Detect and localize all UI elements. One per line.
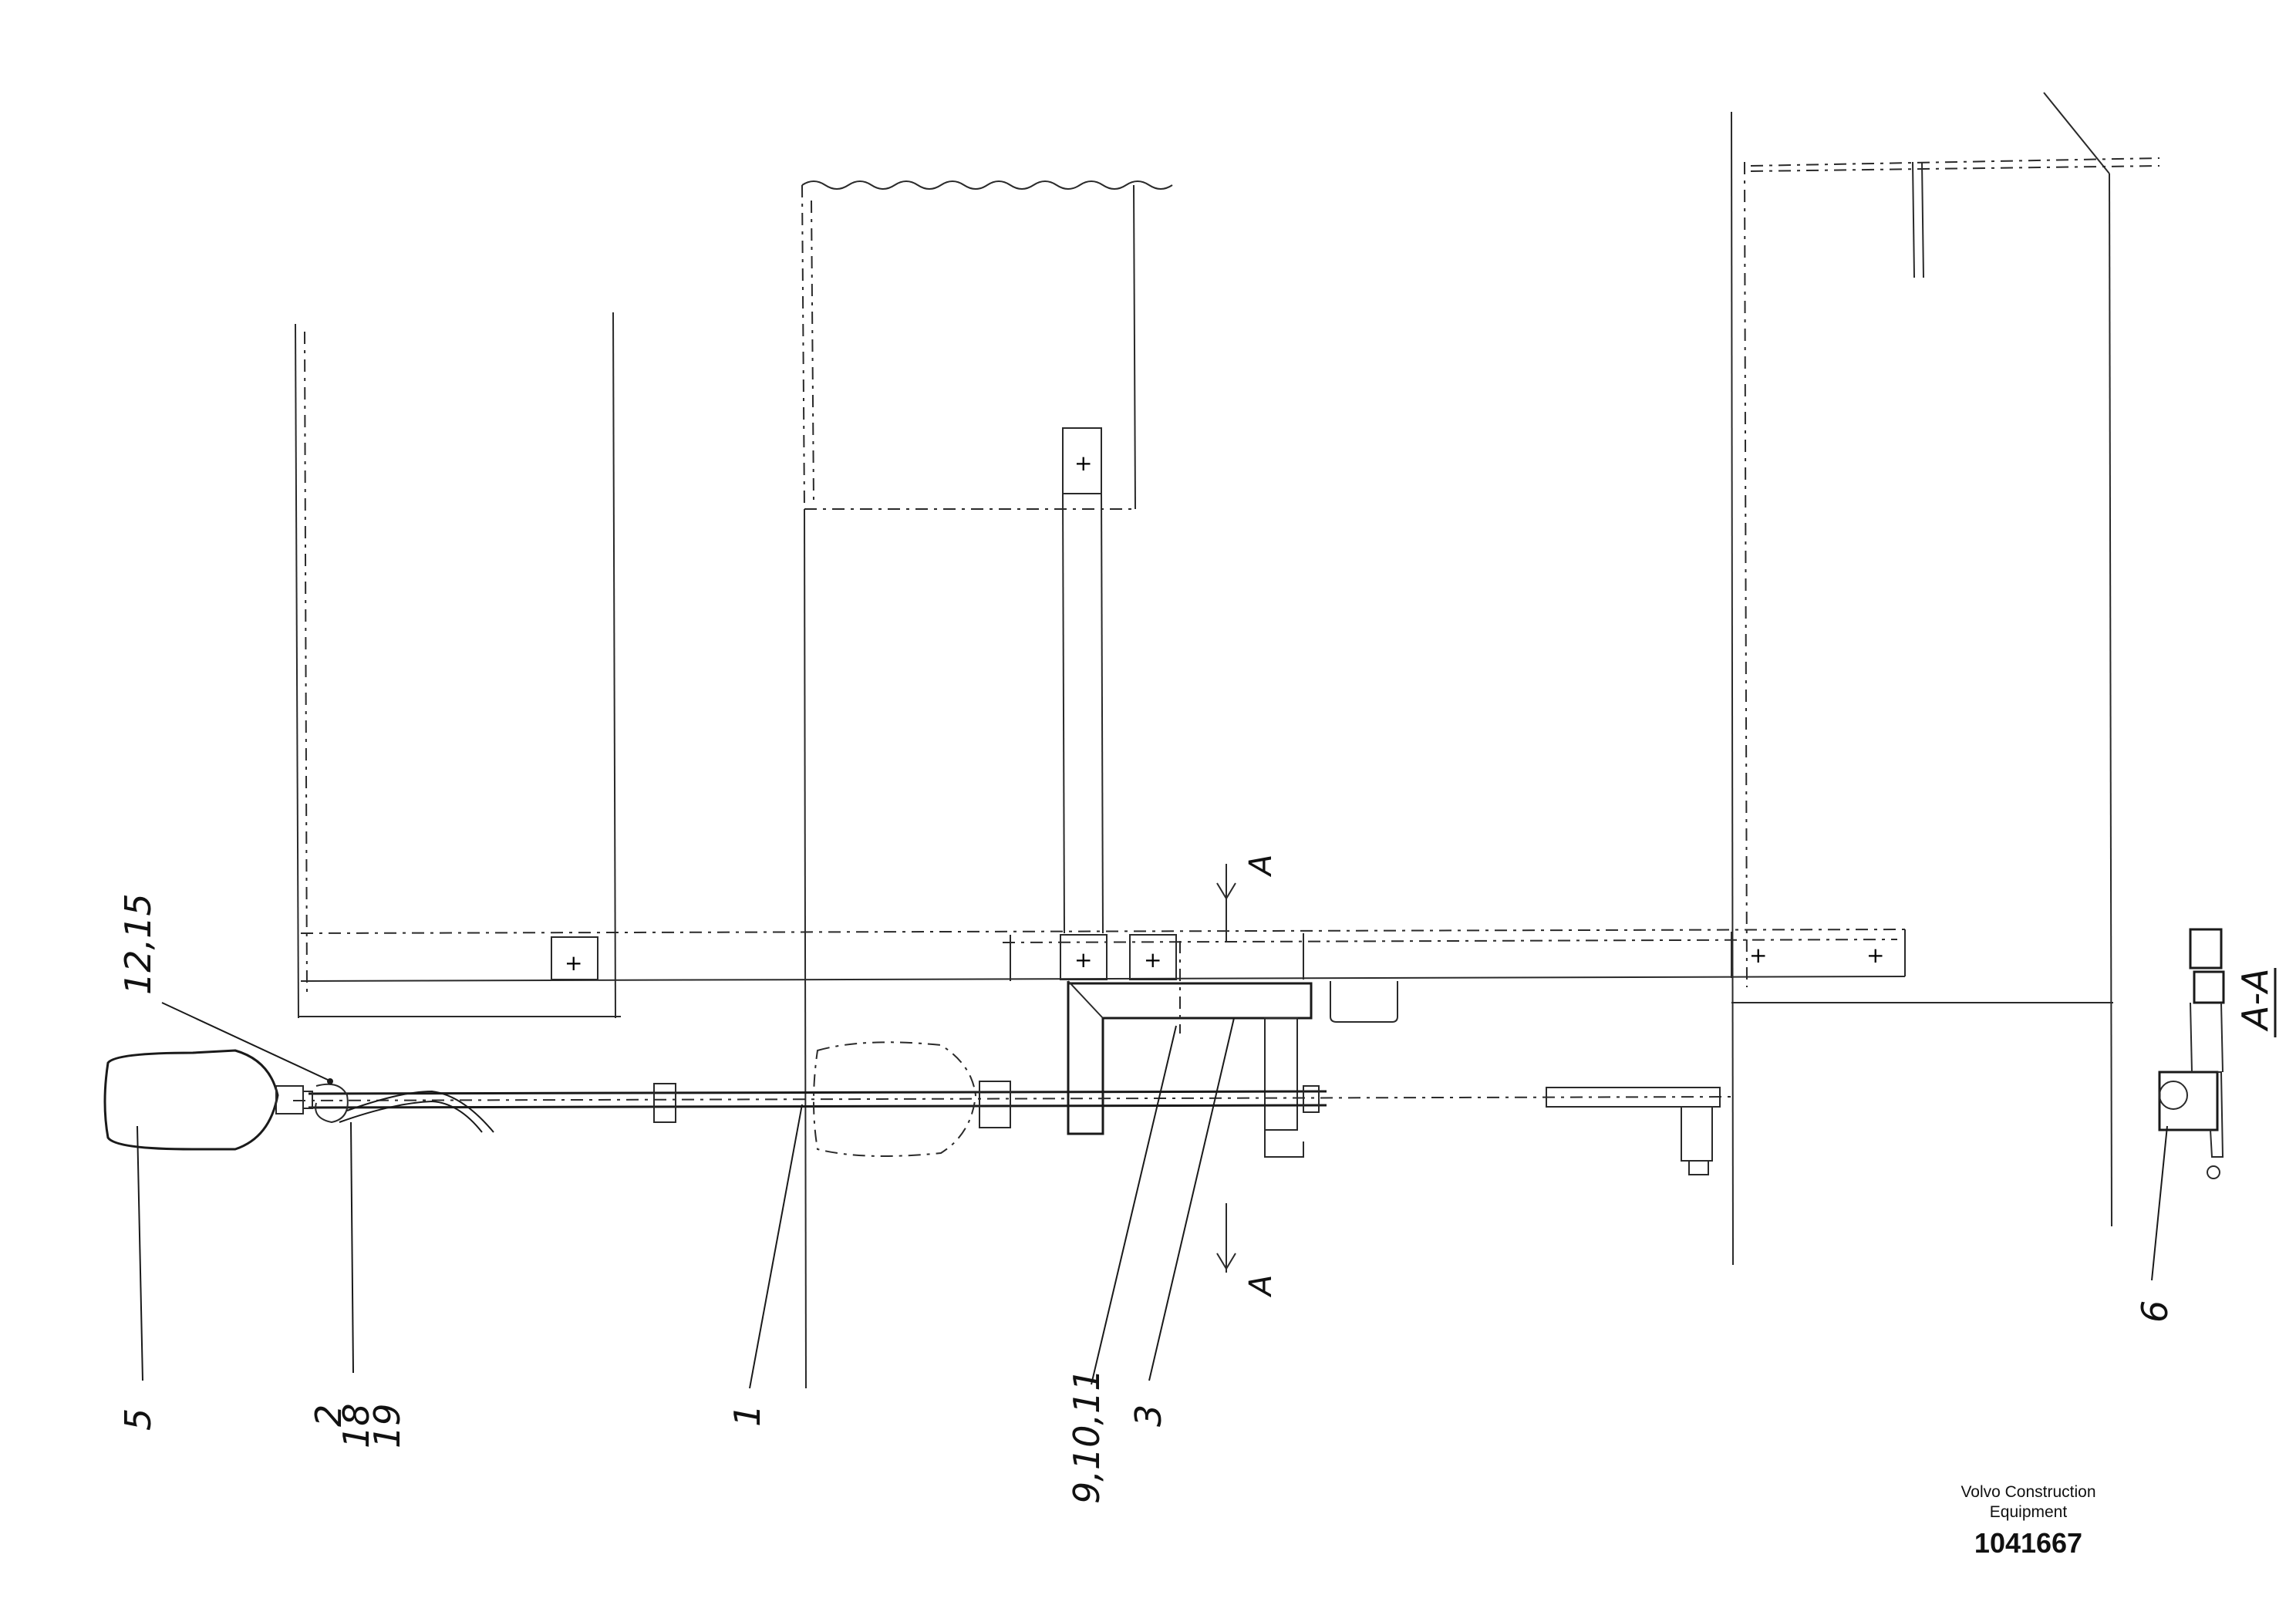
left-panel (295, 312, 621, 1019)
cross-member: + + + + + (300, 929, 1906, 982)
company-block: Volvo Construction Equipment 1041667 (1928, 1482, 2129, 1560)
label-item-1: 1 (727, 1404, 768, 1427)
section-arrows (1216, 864, 1236, 1273)
float-ball (103, 1049, 494, 1151)
bracket-assembly (1067, 941, 1398, 1158)
label-item-2: 2 (308, 1404, 349, 1427)
label-item-12-15: 12,15 (117, 893, 159, 995)
label-section-top: A (1243, 855, 1279, 878)
label-item-18: 18 (335, 1403, 377, 1448)
company-line-2: Equipment (1989, 1503, 2068, 1521)
label-section-view: A-A (2234, 968, 2276, 1032)
right-panel (1731, 92, 2160, 1266)
svg-text:+: + (1074, 947, 1092, 973)
section-detail (2158, 928, 2225, 1179)
drawing-number: 1041667 (1974, 1527, 2083, 1559)
float-phantom (813, 1041, 977, 1157)
upper-box (801, 180, 1173, 1389)
label-item-19: 19 (366, 1403, 408, 1448)
svg-text:+: + (1749, 943, 1767, 968)
vertical-bracket: + (1062, 427, 1104, 934)
label-item-3: 3 (1128, 1404, 1169, 1427)
leader-lines (137, 1002, 2168, 1389)
label-item-5: 5 (117, 1408, 159, 1431)
svg-text:+: + (1074, 450, 1092, 476)
label-section-bottom: A (1243, 1275, 1279, 1298)
label-item-9-10-11: 9,10,11 (1066, 1368, 1108, 1504)
company-line-1: Volvo Construction (1961, 1483, 2096, 1501)
svg-text:+: + (1144, 947, 1161, 973)
label-item-6: 6 (2134, 1300, 2176, 1323)
svg-text:+: + (565, 950, 582, 976)
float-rod (292, 1081, 1736, 1175)
svg-text:+: + (1866, 943, 1884, 968)
